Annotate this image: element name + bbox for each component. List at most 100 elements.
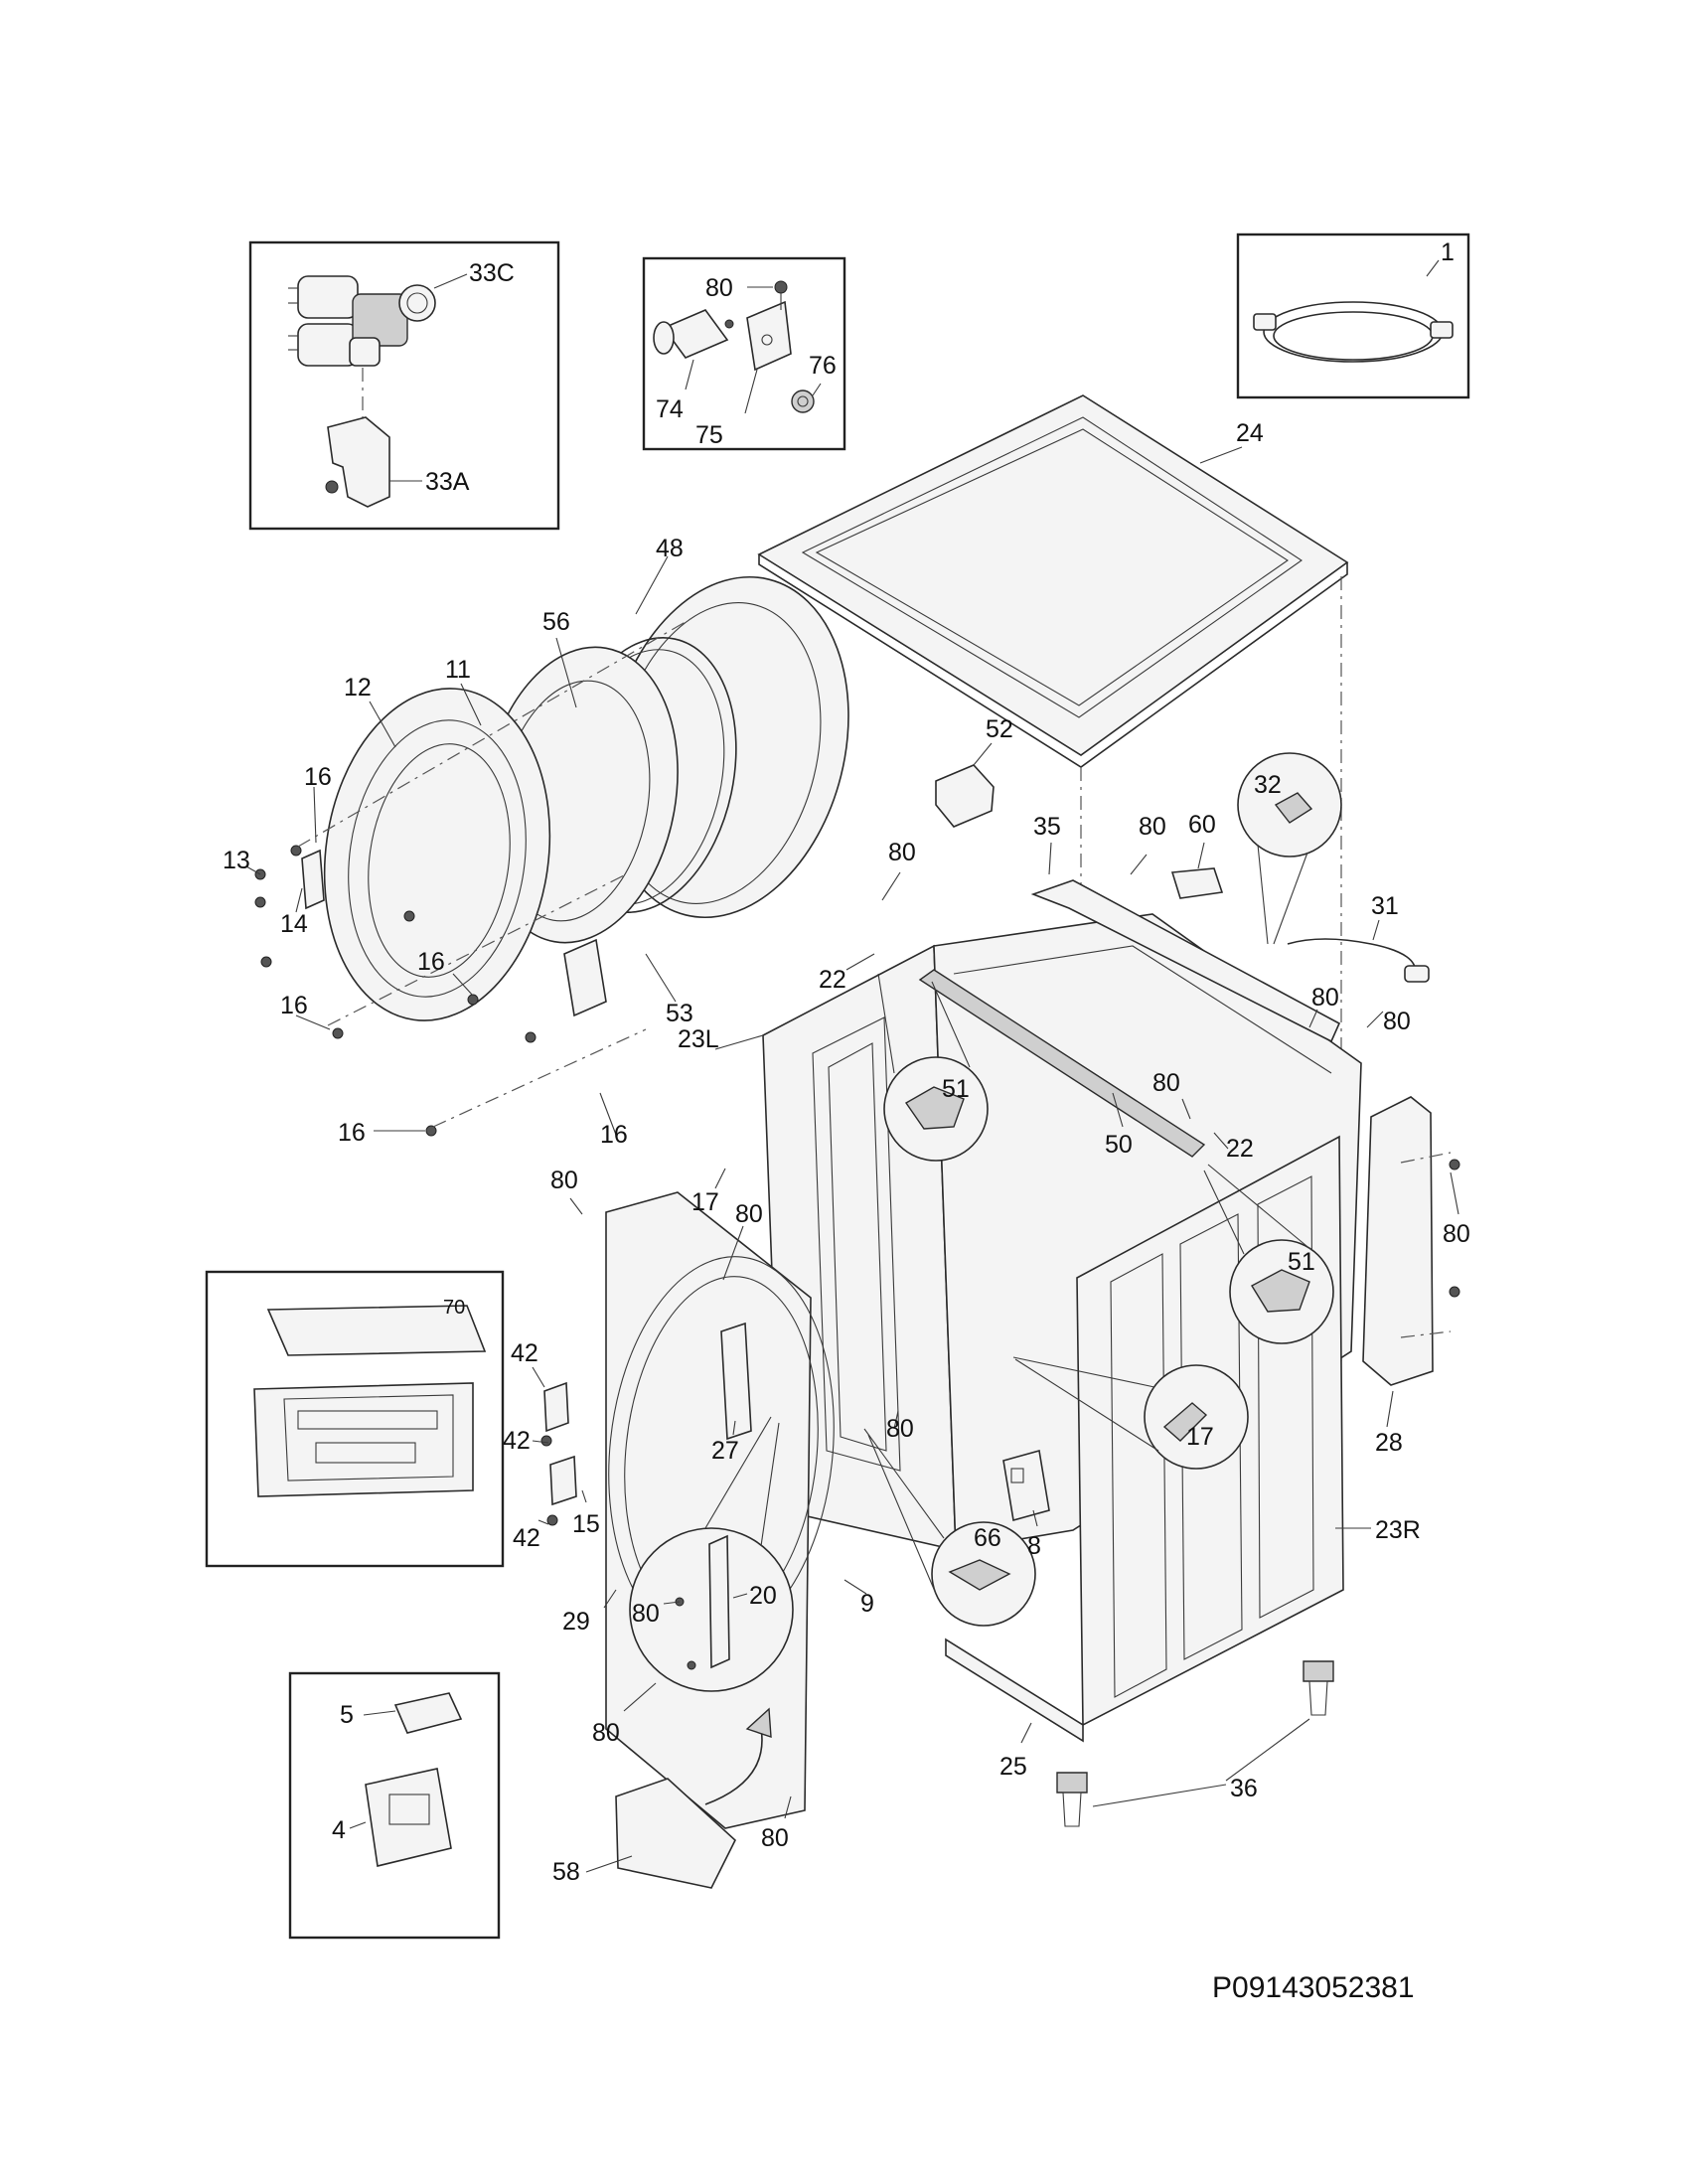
- callout-50: 50: [1105, 1131, 1133, 1159]
- door-outer-ring-12: [323, 688, 551, 1021]
- hinge-bracket-14: [301, 849, 325, 910]
- callout-80-bottom-mid: 80: [761, 1824, 789, 1852]
- callout-27: 27: [711, 1437, 739, 1465]
- door-hinge-53: [563, 938, 607, 1017]
- callout-80-right-a: 80: [1311, 984, 1339, 1012]
- callout-80-right-b: 80: [1383, 1008, 1411, 1035]
- callout-24: 24: [1236, 419, 1264, 447]
- callout-12: 12: [344, 674, 372, 702]
- callout-16-bottom: 16: [338, 1119, 366, 1147]
- base-25: [945, 1638, 1084, 1743]
- inlet-hose-1: [1253, 301, 1454, 363]
- callout-23L: 23L: [678, 1025, 719, 1053]
- capacitor-74: [653, 309, 734, 359]
- callout-51-left: 51: [942, 1075, 970, 1103]
- callout-31: 31: [1371, 892, 1399, 920]
- callout-20: 20: [749, 1582, 777, 1610]
- hinge-parts-42-15: [540, 1381, 577, 1526]
- callout-58: 58: [552, 1858, 580, 1886]
- inset-control-board: [205, 1270, 505, 1568]
- drain-pump-cover-58: [615, 1778, 736, 1889]
- callout-5: 5: [340, 1701, 354, 1729]
- door-assembly: [254, 575, 849, 1137]
- callout-32: 32: [1254, 771, 1282, 799]
- callout-80-upper: 80: [888, 839, 916, 866]
- callout-9: 9: [860, 1590, 874, 1618]
- callout-13: 13: [223, 847, 250, 874]
- leveling-feet-36: [1056, 1660, 1334, 1827]
- callout-16-right: 16: [600, 1121, 628, 1149]
- callout-33C: 33C: [469, 259, 515, 287]
- callout-80-bottom-left: 80: [592, 1719, 620, 1747]
- callout-80-front: 80: [735, 1200, 763, 1228]
- callout-80-rear: 80: [1443, 1220, 1470, 1248]
- callout-17-cabinet: 17: [691, 1188, 719, 1216]
- callout-80-frame: 80: [1139, 813, 1166, 841]
- inset-door-lock: [288, 1671, 501, 1940]
- callout-25: 25: [999, 1753, 1027, 1781]
- callout-22-left: 22: [819, 966, 846, 994]
- part-5: [393, 1692, 463, 1734]
- inset-capacitor: 80 74 75 76: [642, 256, 846, 451]
- callout-35: 35: [1033, 813, 1061, 841]
- callout-16-left: 16: [280, 992, 308, 1019]
- detail-circle-51-right: [1229, 1239, 1334, 1344]
- control-board-70: [253, 1305, 487, 1497]
- callout-80-capacitor: 80: [705, 274, 733, 302]
- callout-29: 29: [562, 1608, 590, 1636]
- callout-23R: 23R: [1375, 1516, 1421, 1544]
- callout-70: 70: [443, 1297, 465, 1319]
- callout-42-top: 42: [511, 1339, 538, 1367]
- top-frame-35: [1030, 879, 1341, 1043]
- pressure-switch-8: [1002, 1449, 1050, 1522]
- callout-42-mid: 42: [503, 1427, 531, 1455]
- callout-17-detail: 17: [1186, 1423, 1214, 1451]
- callout-8: 8: [1027, 1532, 1041, 1560]
- callout-66: 66: [974, 1524, 1001, 1552]
- detail-circle-32: [1237, 752, 1342, 858]
- callout-53: 53: [666, 1000, 693, 1027]
- callout-74: 74: [656, 395, 684, 423]
- callout-16-mid: 16: [417, 948, 445, 976]
- detail-circle-17: [1144, 1364, 1249, 1470]
- callout-4: 4: [332, 1816, 346, 1844]
- part-4: [365, 1768, 452, 1867]
- callout-16-top: 16: [304, 763, 332, 791]
- callout-80-detail: 80: [632, 1600, 660, 1628]
- callout-80-center: 80: [1152, 1069, 1180, 1097]
- arrow-58: [704, 1707, 772, 1805]
- inlet-valve-33C: [288, 275, 436, 367]
- callout-52: 52: [986, 715, 1013, 743]
- callout-15: 15: [572, 1510, 600, 1538]
- filter-60: [1170, 867, 1224, 899]
- rear-cover-28: [1362, 1096, 1434, 1386]
- hinge-plate-27: [720, 1322, 752, 1441]
- callout-22-right: 22: [1226, 1135, 1254, 1163]
- crossbar-50: [918, 969, 1206, 1158]
- callout-14: 14: [280, 910, 308, 938]
- callout-48: 48: [656, 535, 684, 562]
- callout-28: 28: [1375, 1429, 1403, 1457]
- callout-80-panel: 80: [886, 1415, 914, 1443]
- callout-75: 75: [695, 421, 723, 449]
- nut-76: [791, 390, 815, 413]
- detail-circle-20: [629, 1527, 794, 1692]
- callout-56: 56: [542, 608, 570, 636]
- callout-33A: 33A: [425, 468, 470, 496]
- callout-60: 60: [1188, 811, 1216, 839]
- detail-52-block: [935, 764, 995, 828]
- callout-36: 36: [1230, 1775, 1258, 1802]
- callout-76: 76: [809, 352, 837, 380]
- callout-11: 11: [445, 656, 471, 684]
- inset-inlet-valve: 33C 33A: [248, 240, 560, 531]
- capacitor-bracket-75: [746, 300, 792, 372]
- callout-42-bottom: 42: [513, 1524, 540, 1552]
- callout-80-left: 80: [550, 1167, 578, 1194]
- valve-bracket-33A: [325, 416, 390, 508]
- detail-circle-51-left: [883, 1056, 989, 1162]
- callout-51-right: 51: [1288, 1248, 1315, 1276]
- detail-circle-66: [931, 1521, 1036, 1627]
- power-cord-31: [1287, 938, 1430, 983]
